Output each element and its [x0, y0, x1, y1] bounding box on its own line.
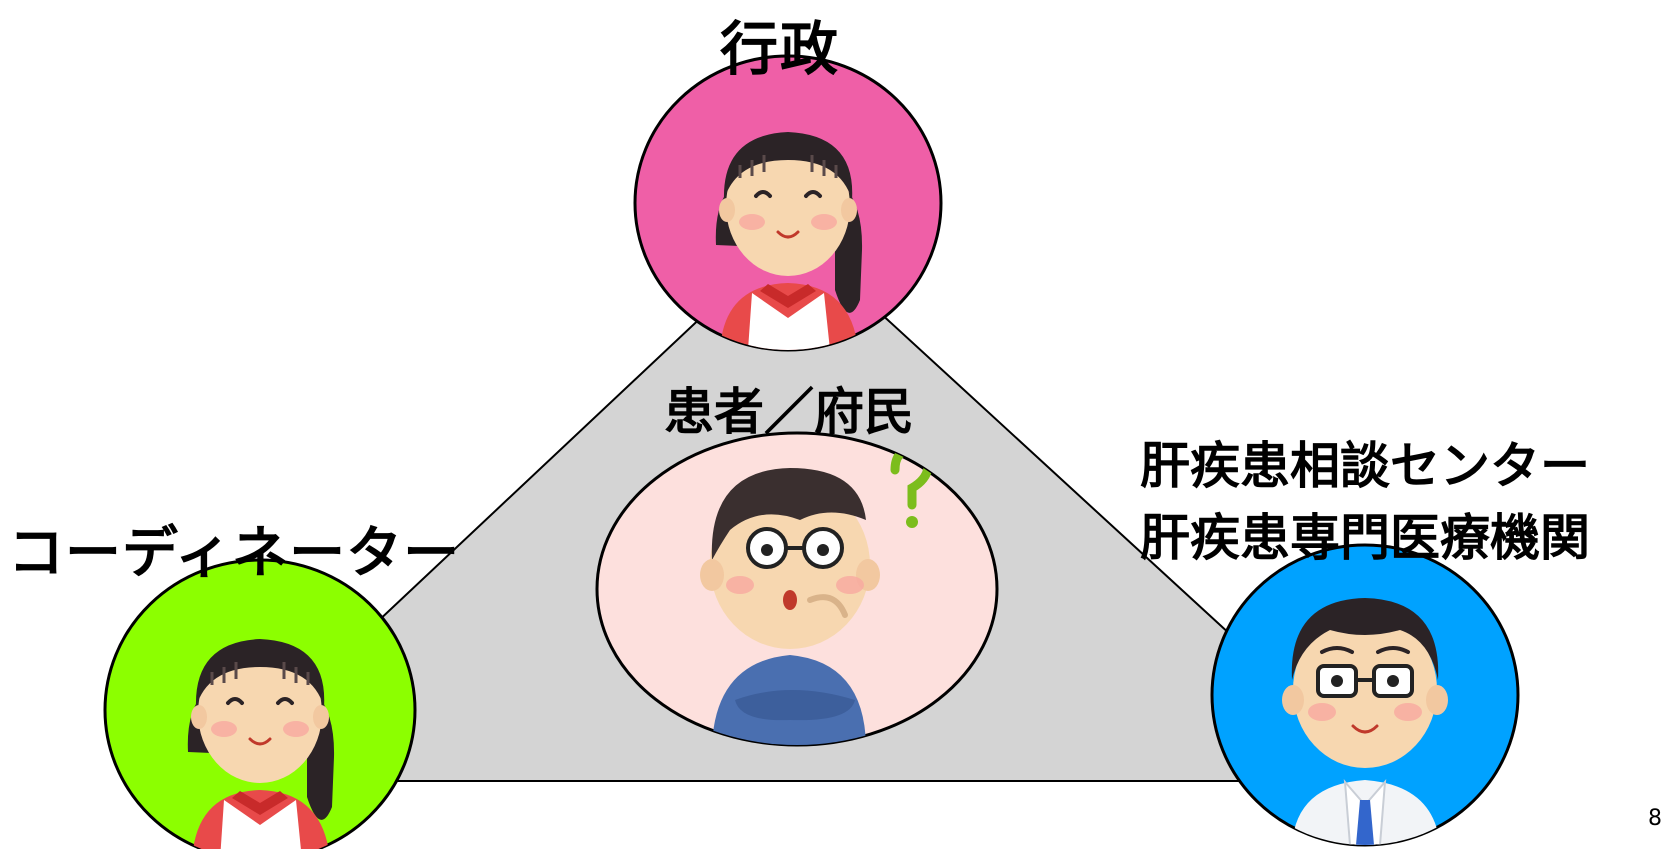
node-coordinator	[103, 558, 417, 849]
node-patient	[595, 431, 999, 747]
node-administration	[633, 54, 943, 352]
node-liver-center-label-line2: 肝疾患専門医療機関	[1140, 509, 1590, 567]
thinking-man-icon	[700, 445, 933, 745]
node-liver-center	[1210, 543, 1520, 847]
node-coordinator-label: コーディネーター	[8, 521, 461, 586]
woman-icon	[187, 639, 335, 849]
node-administration-label: 行政	[720, 15, 841, 83]
node-liver-center-label: 肝疾患相談センター 肝疾患専門医療機関	[1140, 430, 1590, 574]
woman-icon	[715, 132, 863, 350]
node-liver-center-label-line1: 肝疾患相談センター	[1140, 437, 1590, 495]
page-number: 8	[1648, 806, 1662, 831]
doctor-icon	[1282, 598, 1448, 845]
node-patient-label: 患者／府民	[664, 383, 914, 441]
